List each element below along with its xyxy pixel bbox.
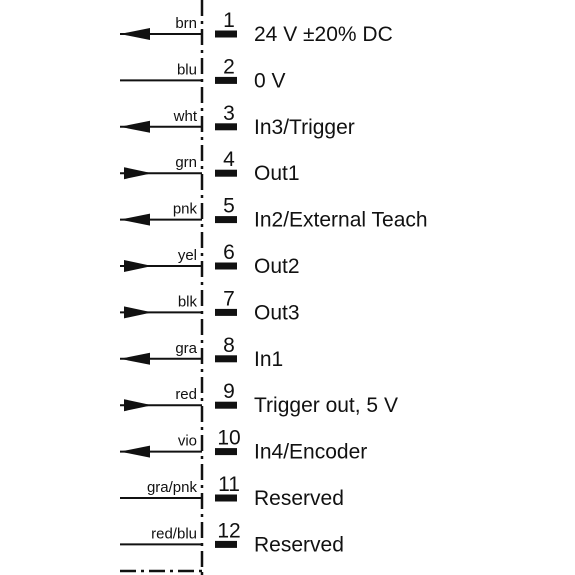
pin-row: brn 1 24 V ±20% DC <box>120 9 393 46</box>
signal-label: Trigger out, 5 V <box>254 394 398 417</box>
pin-contact <box>215 308 237 316</box>
signal-label: Reserved <box>254 533 344 556</box>
pin-number: 4 <box>223 148 235 171</box>
pin-number: 6 <box>223 241 235 264</box>
pin-contact <box>215 355 237 363</box>
pin-number: 2 <box>223 55 235 78</box>
input-arrow-icon <box>120 28 150 40</box>
output-arrow-icon <box>124 167 152 180</box>
wire-color-label: grn <box>175 154 197 171</box>
wire-color-label: gra/pnk <box>147 479 198 496</box>
pin-contact <box>215 30 237 38</box>
signal-label: Reserved <box>254 487 344 510</box>
pin-number: 1 <box>223 9 235 32</box>
output-arrow-icon <box>124 260 152 272</box>
input-arrow-icon <box>120 213 150 226</box>
signal-label: 0 V <box>254 69 286 92</box>
signal-label: Out1 <box>254 162 300 185</box>
signal-label: In4/Encoder <box>254 441 367 464</box>
signal-label: In3/Trigger <box>254 116 355 139</box>
wire-color-label: pnk <box>173 201 198 218</box>
signal-label: In2/External Teach <box>254 209 428 232</box>
wire-color-label: brn <box>175 15 197 32</box>
pin-contact <box>215 76 237 84</box>
pin-contact <box>215 262 237 270</box>
pin-number: 9 <box>223 380 235 403</box>
output-arrow-icon <box>124 399 152 412</box>
pin-number: 5 <box>223 195 235 218</box>
pin-number: 10 <box>217 427 240 450</box>
pin-row: blu 2 0 V <box>120 55 286 92</box>
signal-label: Out3 <box>254 301 300 324</box>
pin-contact <box>215 448 237 456</box>
signal-label: Out2 <box>254 255 300 278</box>
output-arrow-icon <box>124 306 152 319</box>
pin-contact <box>215 401 237 409</box>
input-arrow-icon <box>120 352 150 365</box>
wire-color-label: red <box>175 386 197 403</box>
pin-number: 3 <box>223 102 235 125</box>
wire-color-label: vio <box>178 433 197 450</box>
wire-color-label: gra <box>175 340 197 357</box>
pin-number: 7 <box>223 287 235 310</box>
pin-contact <box>215 169 237 177</box>
signal-label: In1 <box>254 348 283 371</box>
input-arrow-icon <box>120 120 150 133</box>
input-arrow-icon <box>120 445 150 458</box>
signal-label: 24 V ±20% DC <box>254 23 393 46</box>
pin-number: 12 <box>217 519 240 542</box>
pin-contact <box>215 540 237 548</box>
wire-color-label: yel <box>178 247 197 264</box>
wire-color-label: red/blu <box>151 525 197 542</box>
wire-color-label: wht <box>173 108 198 125</box>
pin-contact <box>215 494 237 502</box>
pin-contact <box>215 216 237 224</box>
wire-color-label: blu <box>177 61 197 78</box>
pin-number: 8 <box>223 334 235 357</box>
wire-color-label: blk <box>178 293 198 310</box>
pin-number: 11 <box>218 473 240 496</box>
connector-boundary <box>120 0 204 575</box>
pin-contact <box>215 123 237 131</box>
